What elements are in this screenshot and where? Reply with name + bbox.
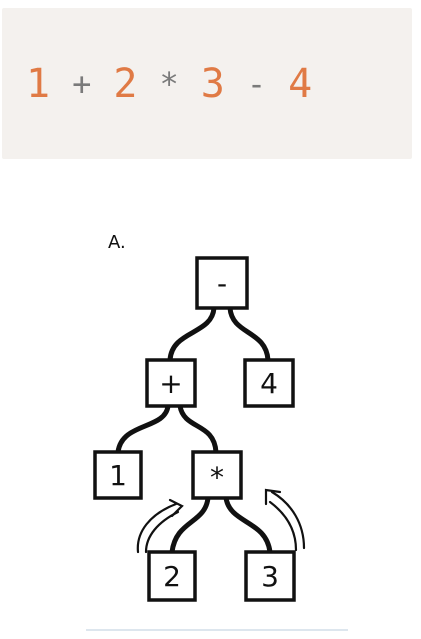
token-plus: + <box>72 64 92 103</box>
evaluation-arrows <box>136 488 306 554</box>
node-four: 4 <box>243 358 295 408</box>
arrow-right-outer <box>270 490 306 550</box>
node-four-label: 4 <box>260 367 278 400</box>
arrow-right-head <box>264 488 282 506</box>
node-one-label: 1 <box>109 459 127 492</box>
node-three-label: 3 <box>261 560 279 593</box>
token-1: 1 <box>26 60 51 107</box>
token-minus: - <box>246 64 267 103</box>
node-plus-label: + <box>159 367 182 400</box>
node-two: 2 <box>147 550 197 602</box>
divider <box>86 629 348 631</box>
node-two-label: 2 <box>163 560 181 593</box>
edge-plus-times <box>177 403 219 455</box>
expression-tree-diagram: A. - + 4 1 * 2 3 <box>93 232 306 602</box>
token-3: 3 <box>200 60 225 107</box>
tree-edges <box>115 305 273 555</box>
diagram-label: A. <box>108 232 126 253</box>
node-one: 1 <box>93 450 143 500</box>
node-times-label: * <box>210 461 224 494</box>
edge-times-three <box>223 495 273 555</box>
expression-code-block: 1 + 2 * 3 - 4 <box>2 8 412 159</box>
arrow-left-head <box>168 498 184 518</box>
edge-root-four <box>227 305 271 363</box>
node-root: - <box>195 256 249 310</box>
token-2: 2 <box>113 60 138 107</box>
node-plus: + <box>145 358 197 408</box>
edge-root-plus <box>167 305 217 363</box>
arrow-right-inner <box>268 500 298 552</box>
node-root-label: - <box>217 267 227 300</box>
token-times: * <box>159 64 179 103</box>
node-three: 3 <box>244 550 296 602</box>
edge-times-two <box>169 495 211 555</box>
edge-plus-one <box>115 403 171 455</box>
token-4: 4 <box>288 60 313 107</box>
node-times: * <box>191 450 243 500</box>
arrow-left-outer <box>136 502 178 554</box>
